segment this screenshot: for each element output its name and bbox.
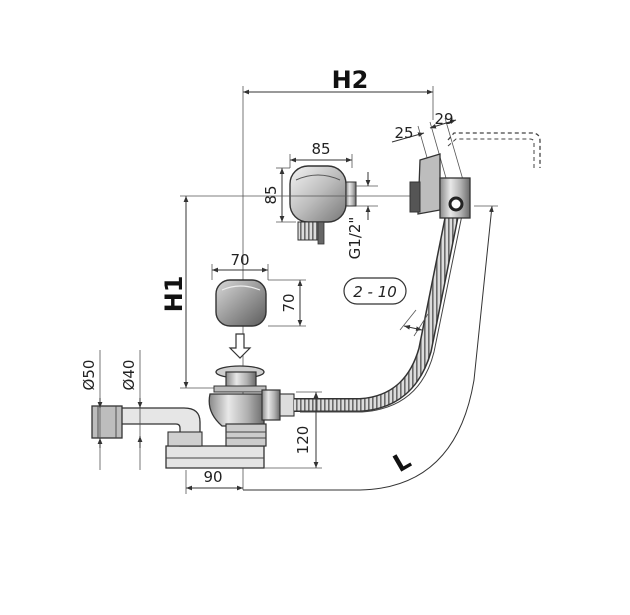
cap-height-label: 70: [280, 293, 298, 312]
dim-90-label: 90: [203, 468, 222, 486]
dims-25-29: 29 25: [391, 110, 471, 211]
g12-label: G1/2": [346, 217, 364, 260]
knob-height-label: 85: [262, 185, 280, 204]
h1-dimension: H1: [160, 195, 420, 389]
wall-thickness-range: 2 - 10: [343, 277, 429, 337]
assembly-arrow-icon: [228, 333, 252, 359]
outlet-diameter-dims: Ø50 Ø40: [80, 350, 143, 470]
l-dimension: L: [243, 205, 498, 491]
cap-width-label: 70: [230, 251, 249, 269]
dim-120: 120: [264, 391, 322, 469]
plug-cap: 70 70: [211, 251, 306, 327]
knob-width-label: 85: [311, 140, 330, 158]
dim-25-label: 25: [394, 124, 413, 142]
dim-120-label: 120: [294, 426, 312, 455]
l-label: L: [388, 446, 415, 478]
range-label: 2 - 10: [353, 283, 397, 301]
dim-90: 90: [185, 468, 243, 494]
h1-label: H1: [160, 276, 188, 313]
overflow-head: [409, 153, 471, 219]
flexible-hose: [294, 213, 463, 413]
bathtub-dashed-outline: [447, 132, 541, 168]
overflow-knob: 85 85 G1/2": [262, 140, 378, 259]
dim-29-label: 29: [434, 110, 453, 128]
h2-label: H2: [332, 66, 369, 94]
diam50-label: Ø50: [80, 360, 98, 391]
diam40-label: Ø40: [120, 360, 138, 391]
